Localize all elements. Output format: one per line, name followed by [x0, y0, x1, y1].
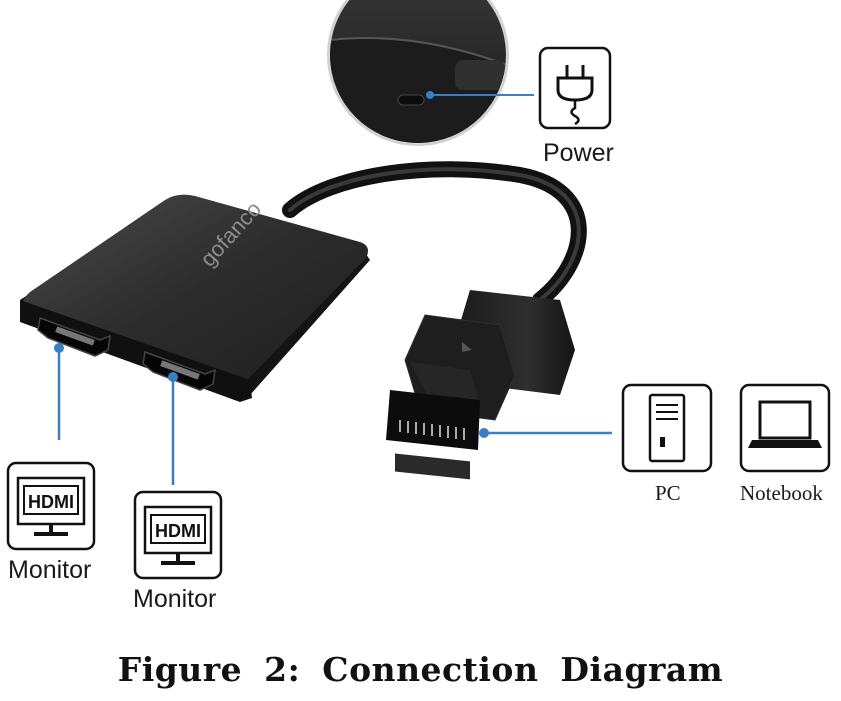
pc-label: PC: [655, 481, 681, 505]
hdmi-port-2: [142, 350, 216, 391]
hdmi-monitor-icon-2: [133, 490, 223, 580]
monitor-2-label: Monitor: [133, 585, 217, 613]
displayport-plug: [386, 290, 575, 480]
power-plug-icon: [538, 46, 612, 130]
hdmi-port-1: [37, 316, 111, 357]
hdmi-monitor-icon-1: [6, 461, 96, 551]
hdmi-label-1: HDMI: [28, 492, 74, 512]
pc-tower-icon: [621, 383, 713, 473]
notebook-laptop-icon: [739, 383, 831, 473]
power-port-dot: [426, 91, 434, 99]
splitter-body: [20, 194, 370, 402]
notebook-label: Notebook: [740, 481, 823, 505]
monitor-1-label: Monitor: [8, 556, 92, 584]
power-port-closeup: [327, 0, 509, 146]
power-label: Power: [543, 139, 614, 167]
figure-caption: Figure 2: Connection Diagram: [117, 650, 724, 689]
hdmi-label-2: HDMI: [155, 521, 201, 541]
